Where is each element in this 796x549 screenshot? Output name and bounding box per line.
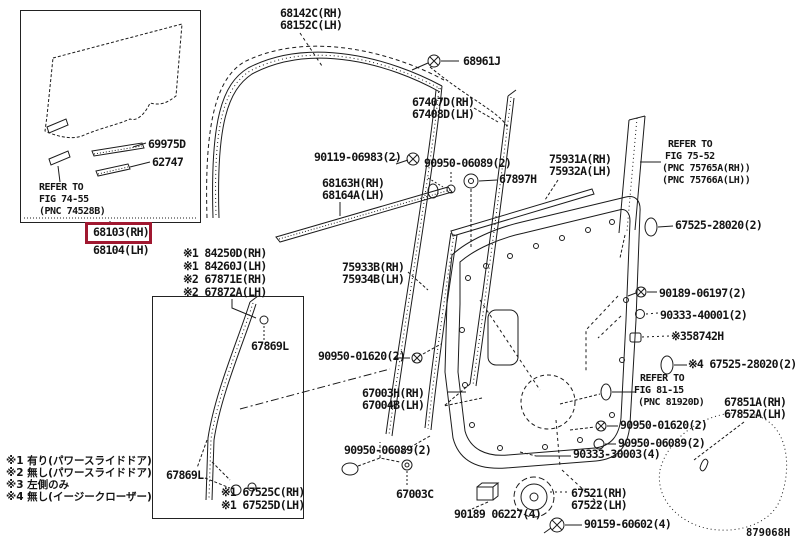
- screw-icon-90950-06089-top: [428, 172, 455, 198]
- refer-81-line2: FIG 81-15: [634, 385, 684, 396]
- screw-icon-90950-01620-right: [570, 421, 618, 431]
- legend-line1: ※1 有り(パワースライドドア): [6, 455, 152, 467]
- label-75934b-lh[interactable]: 75934B(LH): [342, 272, 405, 286]
- label-67525c-rh[interactable]: ※1 67525C(RH): [221, 485, 305, 499]
- label-68163h-rh[interactable]: 68163H(RH): [322, 176, 385, 190]
- leader-right-column-2: [598, 316, 621, 338]
- label-75931a-rh[interactable]: 75931A(RH): [549, 152, 612, 166]
- legend-line2: ※2 無し(パワースライドドア): [6, 467, 152, 479]
- label-84260j-lh[interactable]: ※1 84260J(LH): [183, 259, 267, 273]
- refer-75-line1: REFER TO: [668, 139, 713, 150]
- grommet-icon-67897h: [464, 174, 497, 248]
- refer-74-line3: (PNC 74528B): [39, 206, 106, 217]
- refer-75-line4: (PNC 75766A(LH)): [662, 175, 751, 186]
- glass-inset-drawing: [24, 24, 196, 224]
- inset-label-62747[interactable]: 62747: [152, 155, 184, 169]
- label-67852a-lh[interactable]: 67852A(LH): [724, 407, 787, 421]
- label-67003h-rh[interactable]: 67003H(RH): [362, 386, 425, 400]
- clip-icon-90333-40001: [636, 310, 659, 319]
- label-67522-lh[interactable]: 67522(LH): [571, 498, 628, 512]
- label-68164a-lh[interactable]: 68164A(LH): [322, 188, 385, 202]
- label-67851a-rh[interactable]: 67851A(RH): [724, 395, 787, 409]
- label-90333-30003[interactable]: 90333-30003(4): [573, 447, 661, 461]
- refer-74-line2: FIG 74-55: [39, 194, 89, 205]
- label-67525-28020[interactable]: 67525-28020(2): [675, 218, 763, 232]
- label-67407d-rh[interactable]: 67407D(RH): [412, 95, 475, 109]
- label-75933b-rh[interactable]: 75933B(RH): [342, 260, 405, 274]
- label-90950-06089-top[interactable]: 90950-06089(2): [424, 156, 512, 170]
- clip-icon-90950-06089-right: [594, 439, 616, 449]
- part-67521-drawing: [514, 477, 569, 517]
- label-67521-rh[interactable]: 67521(RH): [571, 486, 628, 500]
- label-67897h[interactable]: 67897H: [499, 172, 537, 186]
- label-67871e-rh[interactable]: ※2 67871E(RH): [183, 272, 267, 286]
- label-68104-lh[interactable]: 68104(LH): [93, 243, 150, 257]
- label-67525d-lh[interactable]: ※1 67525D(LH): [221, 498, 305, 512]
- refer-81-line3: (PNC 81920D): [638, 397, 705, 408]
- refer-75-line2: FIG 75-52: [665, 151, 715, 162]
- screw-icon-90189-06197: [628, 287, 657, 297]
- grommet-icon-67003c: [342, 436, 430, 486]
- grommet-icon-refer-81: [560, 384, 635, 404]
- label-90950-06089-right[interactable]: 90950-06089(2): [618, 436, 706, 450]
- label-67408d-lh[interactable]: 67408D(LH): [412, 107, 475, 121]
- label-358742h[interactable]: ※358742H: [671, 329, 724, 343]
- weatherstrip-68142c-drawing: [207, 33, 444, 436]
- clip-icon-67525-28020-n4: [661, 356, 687, 374]
- label-67525-28020-n4[interactable]: ※4 67525-28020(2): [688, 357, 796, 371]
- channel-75933b-drawing: [408, 233, 457, 430]
- label-75932a-lh[interactable]: 75932A(LH): [549, 164, 612, 178]
- leader-right-column: [586, 296, 618, 372]
- label-90950-01620-right[interactable]: 90950-01620(2): [620, 418, 708, 432]
- label-68142c-rh[interactable]: 68142C(RH): [280, 6, 343, 20]
- label-90189-06197[interactable]: 90189-06197(2): [659, 286, 747, 300]
- refer-75-line3: (PNC 75765A(RH)): [662, 163, 751, 174]
- label-90950-06089-bottomleft[interactable]: 90950-06089(2): [344, 443, 432, 457]
- belt-molding-68163h-drawing: [276, 187, 452, 242]
- label-90333-40001[interactable]: 90333-40001(2): [660, 308, 748, 322]
- screw-icon-90159-60602: [544, 518, 582, 533]
- screw-icon-90950-01620-left: [394, 344, 441, 363]
- clip-icon-358742h: [630, 333, 669, 342]
- legend-line4: ※4 無し(イージークローザー): [6, 491, 152, 503]
- clip-icon-67525-28020: [645, 218, 673, 236]
- bolt-icon-90119-06983: [392, 153, 419, 165]
- belt-molding-75931a-drawing: [451, 180, 594, 236]
- label-68961j[interactable]: 68961J: [463, 54, 501, 68]
- label-67872a-lh[interactable]: ※2 67872A(LH): [183, 285, 267, 299]
- label-67869l-lower[interactable]: 67869L: [166, 468, 204, 482]
- rear-pillar-frame-drawing: [619, 116, 661, 258]
- sash-inset-drawing: [197, 296, 268, 500]
- label-67004b-lh[interactable]: 67004B(LH): [362, 398, 425, 412]
- label-90159-60602[interactable]: 90159-60602(4): [584, 517, 672, 531]
- figure-code: 879068H: [746, 527, 791, 539]
- bracket-icon-90189-06227: [472, 420, 600, 509]
- label-68152c-lh[interactable]: 68152C(LH): [280, 18, 343, 32]
- bolt-icon-68961j: [412, 55, 459, 70]
- label-90119-06983[interactable]: 90119-06983(2): [314, 150, 402, 164]
- inset-label-69975d[interactable]: 69975D: [148, 137, 186, 151]
- legend-line3: ※3 左側のみ: [6, 479, 70, 491]
- leader-90333-30003: [520, 452, 571, 456]
- door-panel-67003-drawing: [240, 197, 640, 469]
- highlighted-part-box[interactable]: [85, 222, 152, 244]
- label-84250d-rh[interactable]: ※1 84250D(RH): [183, 246, 267, 260]
- label-67869l-upper[interactable]: 67869L: [251, 339, 289, 353]
- quarter-trim-67851a-drawing: [659, 413, 786, 530]
- label-68103-rh[interactable]: 68103(RH): [93, 225, 150, 239]
- refer-81-line1: REFER TO: [640, 373, 685, 384]
- label-90950-01620-left[interactable]: 90950-01620(2): [318, 349, 406, 363]
- label-67003c[interactable]: 67003C: [396, 487, 434, 501]
- refer-74-line1: REFER TO: [39, 182, 84, 193]
- sash-inset-box: [152, 296, 304, 519]
- label-90189-06227[interactable]: 90189 06227(4): [454, 507, 542, 521]
